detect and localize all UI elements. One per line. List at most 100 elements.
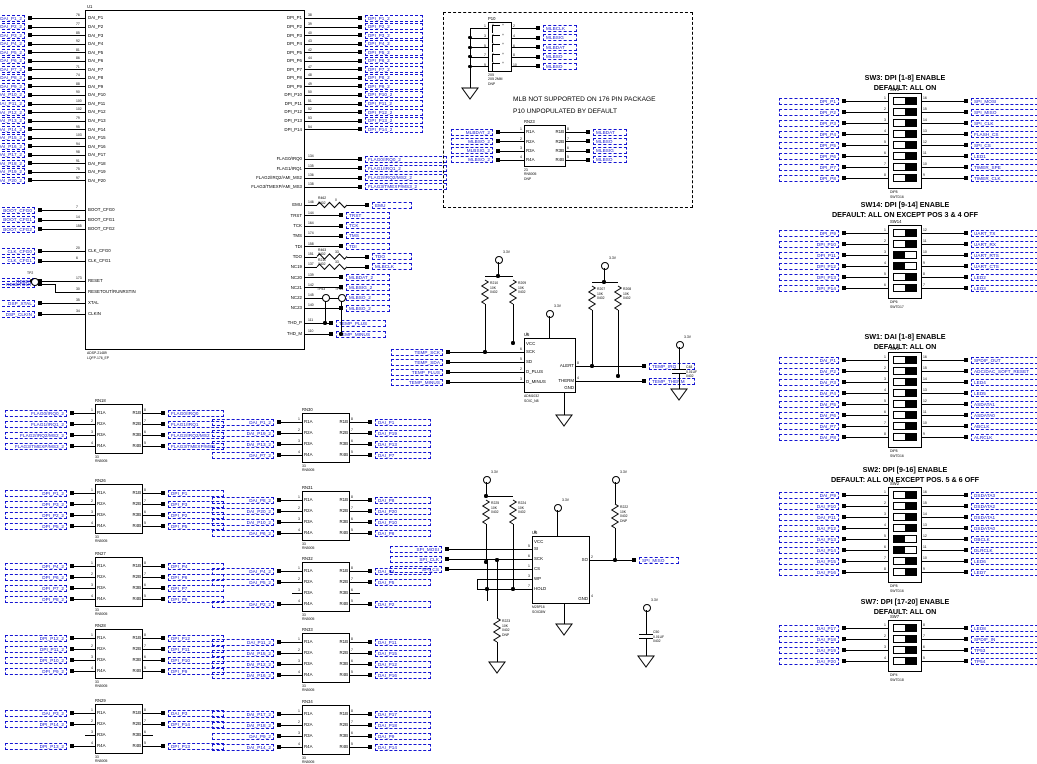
switch-knob-1[interactable] — [905, 230, 916, 236]
connector-refdes: P10 — [488, 16, 496, 21]
wire — [844, 288, 888, 289]
switch-knob-3[interactable] — [905, 120, 916, 126]
rnet-pin-label: R1A — [97, 635, 106, 641]
switch-position-3[interactable] — [893, 251, 917, 259]
wire — [497, 642, 498, 662]
switch-knob-5[interactable] — [905, 142, 916, 148]
switch-knob-4[interactable] — [905, 131, 916, 137]
switch-knob-7[interactable] — [905, 558, 916, 564]
component-text: 33 — [335, 259, 339, 264]
switch-knob-6[interactable] — [905, 285, 916, 291]
pin-square — [277, 531, 281, 535]
rnet-refdes: RN28 — [95, 623, 106, 628]
switch-knob-6[interactable] — [905, 153, 916, 159]
component-text: 0402 — [318, 252, 326, 256]
component-text: R222 — [620, 505, 629, 509]
switch-knob-2[interactable] — [905, 109, 916, 115]
switch-knob-4[interactable] — [894, 263, 905, 269]
net-label-dai-in: DAI_P1_2 — [0, 14, 25, 22]
pin-number: 134 — [308, 154, 314, 159]
pin-square — [358, 67, 362, 72]
pin-number: 13 — [923, 523, 927, 528]
pin-square — [358, 58, 362, 63]
switch-knob-2[interactable] — [905, 241, 916, 247]
net-label-mlb: MLBCLK — [543, 24, 577, 32]
rnet-part: RN5005 — [95, 612, 108, 616]
pin-number: 7 — [923, 634, 925, 639]
rnet-pin-label: R3A — [304, 441, 313, 447]
wire — [922, 517, 966, 518]
switch-knob-1[interactable] — [905, 492, 916, 498]
switch-knob-3[interactable] — [905, 647, 916, 653]
switch-knob-2[interactable] — [905, 636, 916, 642]
wire — [679, 373, 680, 389]
pin-number: 4 — [91, 441, 93, 446]
wire — [30, 60, 85, 62]
switch-knob-5[interactable] — [905, 274, 916, 280]
switch-knob-8[interactable] — [905, 434, 916, 440]
pin-square — [277, 520, 281, 524]
switch-knob-6[interactable] — [905, 412, 916, 418]
switch-knob-7[interactable] — [905, 164, 916, 170]
switch-knob-8[interactable] — [905, 569, 916, 575]
pin-square — [842, 121, 846, 125]
switch-knob-4[interactable] — [905, 658, 916, 664]
switch-position-4[interactable] — [893, 262, 917, 270]
switch-knob-2[interactable] — [905, 368, 916, 374]
pin-number: 7 — [351, 720, 353, 725]
pin-number: 12 — [923, 228, 927, 233]
wire — [470, 56, 488, 58]
net-label-rnet-in: DAI_P9_2 — [212, 732, 274, 740]
pin-number: 4 — [884, 388, 886, 393]
pin-square — [161, 711, 165, 715]
rnet-pin-label: R4A — [97, 443, 106, 449]
pin-square — [365, 203, 369, 207]
wire — [922, 101, 966, 102]
wire — [448, 362, 524, 363]
pin-square — [339, 223, 343, 228]
switch-knob-4[interactable] — [905, 390, 916, 396]
wire — [279, 433, 302, 434]
switch-position-5[interactable] — [893, 535, 917, 543]
wire — [922, 277, 966, 278]
switch-knob-7[interactable] — [905, 423, 916, 429]
processor-pin-label: FLAG2/IRQ2/AMI_MS2 — [256, 175, 302, 180]
net-label-clkcfg: CLK_CFG1 — [0, 257, 35, 264]
pin-square — [842, 275, 846, 279]
component-text: R462 — [318, 196, 327, 200]
switch-knob-1[interactable] — [905, 98, 916, 104]
switch-knob-2[interactable] — [905, 503, 916, 509]
wire — [305, 35, 360, 37]
switch-knob-4[interactable] — [905, 525, 916, 531]
switch-knob-5[interactable] — [905, 401, 916, 407]
net-label-rnet-out: DAI_P14 — [375, 743, 431, 751]
pin-number: 6 — [884, 151, 886, 156]
pin-square — [964, 110, 968, 114]
wire — [279, 725, 302, 726]
switch-knob-3[interactable] — [905, 514, 916, 520]
switch-knob-5[interactable] — [894, 536, 905, 542]
rnet-pin-label: R2B — [132, 721, 141, 727]
power-rail-symbol — [612, 476, 620, 484]
switch-knob-3[interactable] — [905, 379, 916, 385]
rnet-pin-label: R2A — [304, 650, 313, 656]
pin-square — [277, 640, 281, 644]
connector-pin-cross — [492, 34, 500, 43]
pin-square — [964, 570, 968, 574]
switch-knob-1[interactable] — [905, 625, 916, 631]
net-label-switch-in: DAI_P13 — [779, 535, 839, 543]
processor-pin-label: CLK_CFG0 — [88, 248, 111, 254]
wire — [72, 504, 95, 505]
switch-knob-1[interactable] — [905, 357, 916, 363]
rnet-pin-label: R3B — [132, 732, 141, 738]
pin-square — [358, 50, 362, 55]
switch-knob-6[interactable] — [894, 547, 905, 553]
switch-refdes: SW3 — [890, 87, 900, 92]
pin-number: 100 — [76, 98, 82, 103]
switch-knob-3[interactable] — [894, 252, 905, 258]
net-label-dpi-out: DPI_P14_2 — [365, 125, 423, 133]
switch-position-6[interactable] — [893, 546, 917, 554]
switch-knob-8[interactable] — [905, 175, 916, 181]
pin-number: 49 — [308, 81, 312, 86]
